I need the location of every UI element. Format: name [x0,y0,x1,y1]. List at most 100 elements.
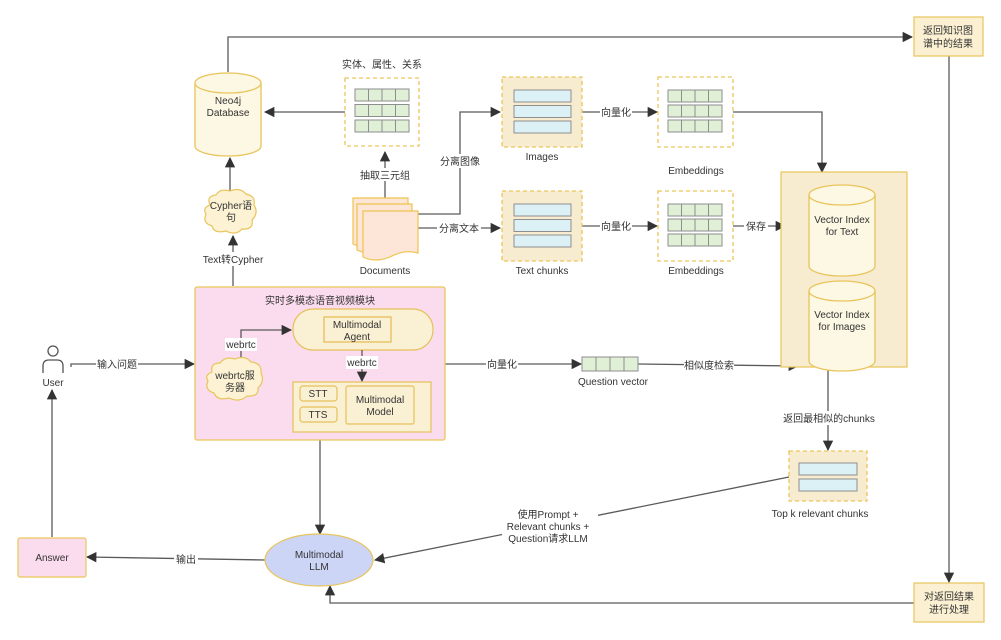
chunk-bar [513,219,572,232]
svg-text:webrtc: webrtc [225,340,255,351]
embeddings-images-node[interactable] [657,76,734,148]
grid-cell [681,89,696,103]
svg-text:Cypher语: Cypher语 [210,200,252,212]
triples-table-node[interactable] [344,77,420,147]
edge-label-split-text: 分离文本 [437,221,481,235]
stt-node[interactable]: STT [299,385,338,402]
edge-label-input-question: 输入问题 [96,357,138,371]
grid-cell [368,119,383,133]
text-chunks-bars [513,203,572,248]
grid-cell [708,119,723,133]
webrtc-server-node[interactable]: webrtc服 务器 [206,356,264,401]
edge-label-vectorize-images: 向量化 [600,105,632,119]
svg-text:输入问题: 输入问题 [97,358,137,371]
embeddings-text-node[interactable] [657,190,734,262]
cypher-statement-node[interactable]: Cypher语 句 [204,188,257,234]
embeddings-text-grid [667,203,723,247]
grid-cell [708,218,723,232]
grid-cell [694,233,709,247]
vector-store-container[interactable]: Vector Index for Text Vector Index for I… [780,171,908,372]
chunk-bar [513,203,572,217]
user-label: User [42,378,64,389]
grid-cell [609,356,625,372]
top-k-bars [798,462,858,492]
edge-label-return-similar: 返回最相似的chunks [783,411,875,425]
speech-model-group[interactable]: STT TTS Multimodal Model [292,381,432,433]
realtime-multimodal-module[interactable]: 实时多模态语音视频模块 Multimodal Agent webrtc webr… [194,286,446,441]
chunk-bar [798,462,858,476]
svg-text:Multimodal: Multimodal [333,320,381,331]
edge-label-save: 保存 [744,219,768,233]
edge-label-extract-triples: 抽取三元组 [360,168,410,182]
edge-label-vectorize-text: 向量化 [600,219,632,233]
chunk-bar [513,105,572,118]
user-icon [42,345,64,373]
images-bars [513,89,572,134]
documents-node[interactable] [352,197,419,261]
multimodal-model-node[interactable]: Multimodal Model [345,385,415,425]
svg-text:对返回结果: 对返回结果 [924,590,974,603]
svg-text:Relevant chunks +: Relevant chunks + [507,522,590,533]
svg-text:向量化: 向量化 [601,220,631,233]
neo4j-database-node[interactable]: Neo4j Database [194,72,262,157]
module-title: 实时多模态语音视频模块 [265,294,375,307]
svg-text:webrtc: webrtc [346,358,376,369]
grid-cell [667,89,682,103]
edge-label-webrtc-up: webrtc [225,338,257,351]
edge-label-text-to-cypher: Text转Cypher [203,252,264,266]
grid-cell [667,104,682,118]
svg-text:Model: Model [366,407,393,418]
multimodal-llm-node[interactable]: Multimodal LLM [264,533,374,587]
edge-label-webrtc-down: webrtc [346,356,378,369]
edge-label-output: 输出 [174,552,198,566]
svg-text:LLM: LLM [309,562,328,573]
svg-text:Agent: Agent [344,332,370,343]
svg-text:谱中的结果: 谱中的结果 [923,37,973,50]
question-vector-node[interactable] [581,356,639,372]
edge-user-to-module [70,358,196,370]
text-chunks-node[interactable] [501,190,583,262]
svg-text:Neo4j: Neo4j [215,96,241,107]
svg-text:Question请求LLM: Question请求LLM [508,532,587,545]
kg-result-node[interactable]: 返回知识图 谱中的结果 [913,16,984,57]
top-k-chunks-node[interactable] [788,450,868,502]
svg-text:Text转Cypher: Text转Cypher [203,253,264,266]
grid-cell [381,119,396,133]
process-result-node[interactable]: 对返回结果 进行处理 [913,582,985,623]
documents-label: Documents [360,266,411,277]
vector-index-text-node[interactable]: Vector Index for Text [808,184,876,277]
triples-grid [354,88,410,133]
answer-node[interactable]: Answer [17,537,87,578]
chunk-bar [798,478,858,492]
tts-node[interactable]: TTS [299,406,338,423]
grid-cell [395,88,410,102]
user-node[interactable]: User [42,345,64,389]
edge-process-to-llm [324,584,914,604]
grid-cell [667,218,682,232]
grid-cell [667,119,682,133]
grid-cell [595,356,611,372]
svg-text:向量化: 向量化 [601,106,631,119]
chunk-bar [513,234,572,248]
grid-cell [581,356,597,372]
svg-text:TTS: TTS [309,410,328,421]
images-node[interactable] [501,76,583,148]
svg-text:返回最相似的chunks: 返回最相似的chunks [783,412,875,425]
chunk-bar [513,89,572,103]
svg-text:分离文本: 分离文本 [439,222,479,235]
triples-title: 实体、属性、关系 [342,58,422,71]
text-chunks-label: Text chunks [516,266,569,277]
svg-text:Database: Database [207,108,250,119]
grid-cell [694,104,709,118]
top-k-label: Top k relevant chunks [772,509,869,520]
grid-cell [623,356,639,372]
multimodal-agent-node[interactable]: Multimodal Agent [292,308,434,351]
grid-cell [694,218,709,232]
edge-label-split-images: 分离图像 [438,154,482,168]
vector-index-images-node[interactable]: Vector Index for Images [808,280,876,372]
svg-text:输出: 输出 [176,553,196,566]
grid-cell [694,119,709,133]
grid-cell [368,104,383,117]
grid-cell [708,233,723,247]
